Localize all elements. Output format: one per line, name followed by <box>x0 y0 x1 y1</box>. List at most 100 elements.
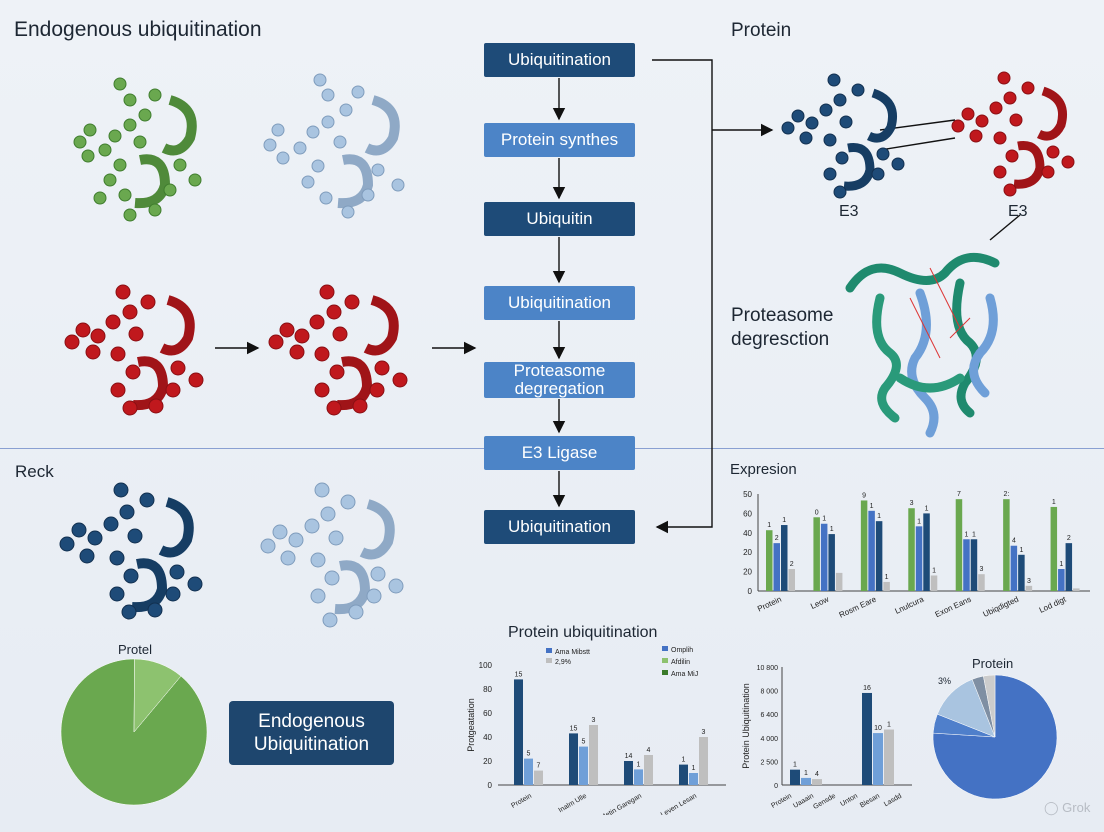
flow-box-ubiquitination-3: Ubiquitination <box>484 510 635 544</box>
expr-bar <box>773 543 780 591</box>
pu2-xtick-label: Lasdd <box>883 793 903 809</box>
molecule-red-2 <box>268 284 408 416</box>
pu-bar <box>634 769 643 785</box>
pu-bar <box>514 679 523 785</box>
expr-bar-label: 1 <box>965 531 969 538</box>
expr-bar-label: 0 <box>815 509 819 516</box>
expr-bar <box>1025 585 1033 591</box>
flow-box-e3-ligase: E3 Ligase <box>484 436 635 470</box>
expr-ytick-label: 20 <box>743 548 752 557</box>
pu-bar-label: 3 <box>592 717 596 724</box>
pu-bar <box>679 764 688 785</box>
pu2-ytick-label: 8 000 <box>760 689 778 696</box>
watermark: ◯ Grok <box>1044 800 1091 815</box>
expr-bar <box>1050 506 1058 591</box>
pu-bar-label: 5 <box>582 739 586 746</box>
pu2-bar-label: 1 <box>804 770 808 777</box>
pu-legend-label: Afdilin <box>671 659 690 666</box>
pie-left-label: Protel <box>118 642 152 657</box>
watermark-text: Grok <box>1062 800 1091 815</box>
pu-xtick-label: Inalm Ulle <box>558 793 589 815</box>
pu-bar <box>534 770 543 785</box>
expr-bar <box>875 521 883 591</box>
pu2-bar-label: 1 <box>887 722 891 729</box>
expr-bar <box>820 523 828 591</box>
protein-ubiq-chart-title: Protein ubiquitination <box>508 624 658 641</box>
expr-bar <box>963 539 970 591</box>
expr-xtick-label: Leow <box>809 595 830 611</box>
flow-box-ubiquitin: Ubiquitin <box>484 202 635 236</box>
pu2-xtick-label: Unton <box>839 793 859 808</box>
pu-bar-label: 15 <box>515 671 523 678</box>
proteasome-label-line1: Proteasome <box>731 305 834 326</box>
expr-bar-label: 2: <box>1003 491 1009 498</box>
pu2-xtick-label: Blesan <box>859 793 881 810</box>
expr-bar-label: 3 <box>910 500 914 507</box>
pu-bar-label: 1 <box>692 765 696 772</box>
endo-box-line1: Endogenous <box>258 711 365 732</box>
pu-legend-swatch <box>546 648 552 653</box>
protein-label: Protein <box>731 20 792 41</box>
molecule-red-1 <box>64 284 204 416</box>
pu2-bar <box>812 779 822 785</box>
pu-bar-label: 4 <box>647 747 651 754</box>
flow-box-ubiquitination-2: Ubiquitination <box>484 286 635 320</box>
expr-ytick-label: 60 <box>743 509 752 518</box>
pu-xtick-label: Metin Garegan <box>599 793 643 815</box>
pu-legend-swatch <box>546 658 552 663</box>
expr-bar <box>868 510 875 591</box>
pu2-ylabel: Protein Ubiquitination <box>741 683 751 769</box>
pu-bar <box>689 773 698 785</box>
pie-protel-slice-1 <box>133 658 182 733</box>
expr-bar-label: 1 <box>972 531 976 538</box>
expr-xtick-label: Lnulcura <box>894 594 926 615</box>
pu2-bar-label: 10 <box>874 725 882 732</box>
pu2-ytick-label: 6 400 <box>760 712 778 719</box>
pie-chart-protel <box>60 658 208 806</box>
pu-bar <box>624 761 633 785</box>
pu2-bar <box>862 692 872 785</box>
pu2-bar-label: 16 <box>863 685 871 692</box>
pu-bar-label: 14 <box>625 753 633 760</box>
expr-ytick-label: 0 <box>748 587 753 596</box>
expr-bar <box>860 500 868 591</box>
pu-bar <box>579 746 588 785</box>
pu2-bar <box>873 733 883 785</box>
pu2-xtick-label: Uaaain <box>792 793 815 810</box>
expr-ytick-label: 40 <box>743 529 752 538</box>
pu-bar-label: 3 <box>702 729 706 736</box>
expr-bar-label: 7 <box>957 491 961 498</box>
expr-bar-label: 3 <box>980 566 984 573</box>
pu-bar <box>569 733 578 785</box>
expr-bar-label: 1 <box>925 505 929 512</box>
bracket-connector <box>652 59 713 534</box>
pu-ytick-label: 80 <box>483 685 492 694</box>
expr-bar-label: 1 <box>822 516 826 523</box>
expr-xtick-label: Rosm Eare <box>838 594 879 619</box>
pu-bar-label: 1 <box>637 761 641 768</box>
expr-bar <box>970 539 978 591</box>
pu-bar <box>524 758 533 785</box>
endogenous-ubiquitination-box: Endogenous Ubiquitination <box>229 701 394 765</box>
pu-ylabel: Protgeatation <box>466 698 476 752</box>
expr-bar-label: 2 <box>775 535 779 542</box>
pu-xtick-label: Leven Lesan <box>660 793 698 815</box>
expr-bar <box>1058 569 1065 591</box>
pu-ytick-label: 20 <box>483 757 492 766</box>
proteasome-ribbon <box>845 252 1000 438</box>
expr-bar-label: 1 <box>1019 547 1023 554</box>
expr-xtick-label: Lod digt <box>1038 594 1068 615</box>
molecule-dark-blue-1 <box>59 482 203 620</box>
expr-bar-label: 3 <box>1027 578 1031 585</box>
pu-bar-label: 5 <box>527 751 531 758</box>
expr-xtick-label: Protein <box>756 595 783 614</box>
reck-label: Reck <box>15 462 54 481</box>
molecule-light-blue-2 <box>260 482 404 628</box>
expr-bar-label: 1 <box>917 518 921 525</box>
expr-bar <box>828 534 835 591</box>
endo-box-line2: Ubiquitination <box>253 734 370 755</box>
molecule-light-blue-1 <box>263 73 405 219</box>
link-line-3 <box>989 214 1021 241</box>
